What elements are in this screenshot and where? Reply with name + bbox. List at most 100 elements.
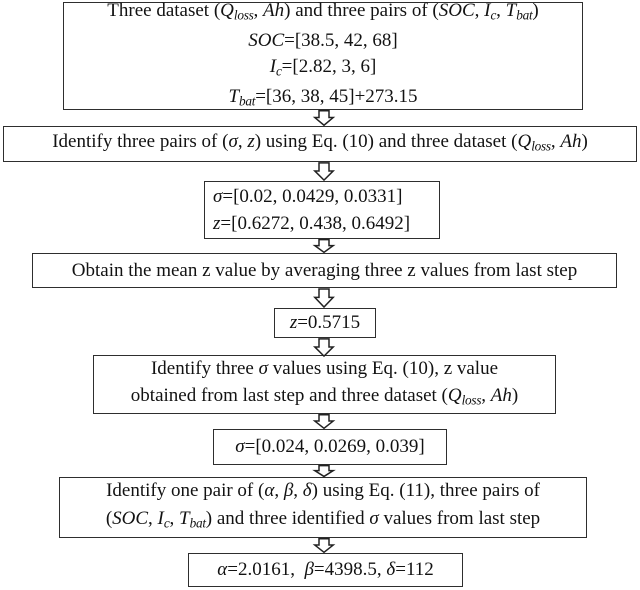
- flow-box-text-line: Identify three σ values using Eq. (10), …: [151, 355, 498, 382]
- text-segment: c: [163, 515, 170, 531]
- text-segment: ,: [293, 480, 303, 502]
- text-segment: bat: [239, 93, 256, 109]
- flow-box-text-line: Identify three pairs of (σ, z) using Eq.…: [52, 129, 588, 159]
- text-segment: δ: [302, 480, 312, 502]
- text-segment: Three dataset (: [107, 0, 221, 21]
- flow-box-text-line: Identify one pair of (α, β, δ) using Eq.…: [106, 477, 540, 505]
- text-segment: Ah: [263, 0, 285, 21]
- text-segment: =[2.82, 3, 6]: [281, 55, 377, 77]
- text-segment: =4398.5,: [313, 559, 387, 580]
- text-segment: Obtain the mean z value by averaging thr…: [71, 259, 578, 281]
- flow-box-identify-alpha-beta-delta: Identify one pair of (α, β, δ) using Eq.…: [59, 477, 587, 538]
- text-segment: ,: [550, 130, 561, 152]
- text-segment: δ: [386, 559, 396, 580]
- text-segment: σ: [228, 130, 238, 152]
- text-segment: σ: [235, 436, 245, 457]
- down-block-arrow-icon: [314, 338, 334, 357]
- down-block-arrow-icon: [314, 239, 334, 253]
- text-segment: =112: [395, 559, 434, 580]
- text-segment: I: [484, 0, 491, 21]
- text-segment: ,: [496, 0, 506, 21]
- text-segment: Identify one pair of (: [106, 480, 265, 502]
- text-segment: SOC: [112, 508, 149, 530]
- flow-box-text-line: z=0.5715: [290, 311, 360, 335]
- text-segment: SOC: [438, 0, 475, 21]
- text-segment: =0.5715: [297, 312, 361, 333]
- flow-box-identify-sigma-values: Identify three σ values using Eq. (10), …: [93, 355, 556, 414]
- text-segment: ) using Eq. (11), three pairs of: [311, 480, 540, 502]
- text-segment: SOC: [248, 29, 285, 51]
- text-segment: loss: [233, 6, 254, 22]
- text-segment: z: [247, 130, 255, 152]
- down-block-arrow-icon: [314, 538, 334, 553]
- text-segment: ,: [474, 0, 485, 21]
- text-segment: ,: [148, 508, 158, 530]
- text-segment: =[36, 38, 45]+273.15: [255, 86, 418, 108]
- text-segment: ): [511, 385, 519, 407]
- text-segment: obtained from last step and three datase…: [130, 385, 448, 407]
- text-segment: ,: [274, 480, 284, 502]
- text-segment: ): [532, 0, 539, 21]
- down-block-arrow-icon: [314, 288, 334, 308]
- flow-box-mean-z-result: z=0.5715: [274, 308, 376, 338]
- text-segment: ,: [169, 508, 180, 530]
- text-segment: β: [283, 480, 294, 502]
- text-segment: σ: [258, 358, 268, 380]
- flow-box-text-line: z=[0.6272, 0.438, 0.6492]: [213, 210, 410, 237]
- down-block-arrow-icon: [314, 465, 334, 477]
- text-segment: =[0.024, 0.0269, 0.039]: [244, 436, 425, 457]
- text-segment: Identify three: [150, 358, 259, 380]
- text-segment: loss: [531, 138, 551, 154]
- text-segment: ) and three pairs of (: [284, 0, 439, 21]
- down-block-arrow-icon: [314, 414, 334, 429]
- text-segment: z: [289, 312, 298, 333]
- text-segment: Ah: [490, 385, 512, 407]
- text-segment: Q: [447, 385, 462, 407]
- flow-box-text-line: Ic=[2.82, 3, 6]: [270, 54, 377, 84]
- text-segment: c: [276, 63, 282, 79]
- text-segment: bat: [189, 515, 206, 531]
- text-segment: ,: [481, 385, 491, 407]
- text-segment: ): [581, 130, 588, 152]
- text-segment: =[38.5, 42, 68]: [284, 29, 398, 51]
- text-segment: =[0.6272, 0.438, 0.6492]: [220, 213, 411, 234]
- text-segment: Ah: [560, 130, 582, 152]
- flow-box-input-datasets: Three dataset (Qloss, Ah) and three pair…: [63, 0, 583, 110]
- flow-box-text-line: σ=[0.024, 0.0269, 0.039]: [235, 434, 425, 460]
- text-segment: σ: [213, 186, 223, 207]
- text-segment: T: [179, 508, 190, 530]
- text-segment: =2.0161,: [227, 559, 305, 580]
- flow-box-alpha-beta-delta-results: α=2.0161, β=4398.5, δ=112: [188, 553, 463, 587]
- flow-box-identify-sigma-z-pairs: Identify three pairs of (σ, z) using Eq.…: [3, 126, 637, 162]
- text-segment: σ: [369, 508, 379, 530]
- text-segment: β: [304, 559, 314, 580]
- text-segment: Q: [517, 130, 532, 152]
- flow-box-text-line: σ=[0.02, 0.0429, 0.0331]: [213, 183, 403, 210]
- text-segment: Identify three pairs of (: [52, 130, 229, 152]
- text-segment: I: [157, 508, 164, 530]
- down-block-arrow-icon: [314, 110, 334, 126]
- text-segment: T: [505, 0, 517, 21]
- text-segment: ) using Eq. (10) and three dataset (: [254, 130, 518, 152]
- text-segment: loss: [461, 392, 482, 408]
- text-segment: Q: [220, 0, 234, 21]
- text-segment: ) and three identified: [205, 508, 370, 530]
- text-segment: α: [217, 559, 228, 580]
- flow-box-text-line: obtained from last step and three datase…: [131, 382, 518, 413]
- text-segment: ,: [237, 130, 248, 152]
- flow-box-sigma-results: σ=[0.024, 0.0269, 0.039]: [213, 429, 447, 465]
- text-segment: ,: [253, 0, 264, 21]
- text-segment: values from last step: [378, 508, 541, 530]
- flow-box-text-line: SOC=[38.5, 42, 68]: [248, 28, 398, 54]
- text-segment: z: [213, 213, 221, 234]
- down-block-arrow-icon: [314, 162, 334, 181]
- text-segment: T: [228, 86, 240, 108]
- flow-box-text-line: (SOC, Ic, Tbat) and three identified σ v…: [106, 505, 540, 537]
- flow-box-text-line: Tbat=[36, 38, 45]+273.15: [228, 84, 417, 114]
- text-segment: α: [264, 480, 275, 502]
- text-segment: c: [490, 6, 497, 22]
- flow-box-text-line: Obtain the mean z value by averaging thr…: [72, 258, 577, 284]
- flow-box-mean-z-step: Obtain the mean z value by averaging thr…: [32, 253, 617, 288]
- text-segment: (: [105, 508, 113, 530]
